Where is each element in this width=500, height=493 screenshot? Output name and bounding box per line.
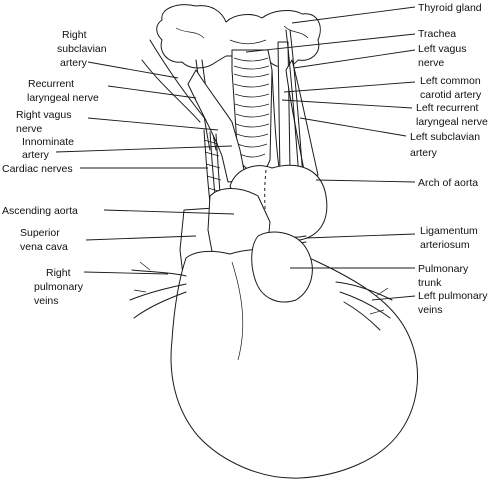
- label-trachea: Trachea: [418, 28, 456, 40]
- label-left-common-carotid-line2: carotid artery: [420, 89, 482, 101]
- label-right-vagus-line1: Right vagus: [16, 109, 71, 121]
- label-right-pulmonary-line2: pulmonary: [34, 281, 84, 293]
- label-pulmonary-trunk-line1: Pulmonary: [418, 263, 469, 275]
- label-left-vagus-line1: Left vagus: [418, 43, 466, 55]
- left-pulmonary-veins-shape: [335, 281, 393, 331]
- labels-left: Right subclavian artery Recurrent laryng…: [2, 29, 107, 307]
- label-left-subclavian-line1: Left subclavian: [410, 131, 480, 143]
- label-innominate-line1: Innominate: [22, 136, 74, 148]
- label-recurrent-laryngeal-line1: Recurrent: [28, 78, 74, 90]
- innominate-artery-shape: [187, 69, 247, 183]
- label-left-subclavian-line2: artery: [410, 147, 438, 159]
- label-recurrent-laryngeal-line2: laryngeal nerve: [27, 92, 99, 104]
- left-common-carotid-shape: [277, 41, 291, 177]
- label-right-subclavian-line3: artery: [60, 57, 88, 69]
- label-right-subclavian-line1: Right: [62, 29, 87, 41]
- label-right-pulmonary-line1: Right: [46, 267, 71, 279]
- label-right-vagus-line2: nerve: [16, 123, 42, 135]
- label-superior-vena-cava-line2: vena cava: [20, 241, 68, 253]
- label-superior-vena-cava-line1: Superior: [20, 227, 60, 239]
- label-ligamentum-line2: arteriosum: [420, 239, 470, 251]
- right-pulmonary-veins-shape: [129, 261, 187, 319]
- label-left-common-carotid-line1: Left common: [420, 75, 481, 87]
- label-left-pulmonary-line1: Left pulmonary: [418, 290, 488, 302]
- labels-right: Thyroid gland Trachea Left vagus nerve L…: [410, 2, 488, 316]
- anatomy-illustration: [129, 4, 418, 479]
- label-arch-of-aorta: Arch of aorta: [418, 177, 478, 189]
- label-ascending-aorta: Ascending aorta: [2, 205, 78, 217]
- label-left-recurrent-line1: Left recurrent: [416, 102, 479, 114]
- label-cardiac-nerves: Cardiac nerves: [2, 163, 73, 175]
- label-ligamentum-line1: Ligamentum: [420, 225, 478, 237]
- tracheal-rings: [233, 57, 270, 158]
- pulmonary-trunk-shape: [251, 231, 313, 303]
- label-right-pulmonary-line3: veins: [34, 295, 59, 307]
- label-innominate-line2: artery: [22, 149, 50, 161]
- leader-lines: [55, 6, 416, 301]
- label-left-vagus-line2: nerve: [418, 57, 444, 69]
- label-left-recurrent-line2: laryngeal nerve: [416, 116, 488, 128]
- label-thyroid-gland: Thyroid gland: [418, 2, 482, 14]
- label-left-pulmonary-line2: veins: [418, 304, 443, 316]
- label-right-subclavian-line2: subclavian: [57, 43, 107, 55]
- label-pulmonary-trunk-line2: trunk: [418, 277, 442, 289]
